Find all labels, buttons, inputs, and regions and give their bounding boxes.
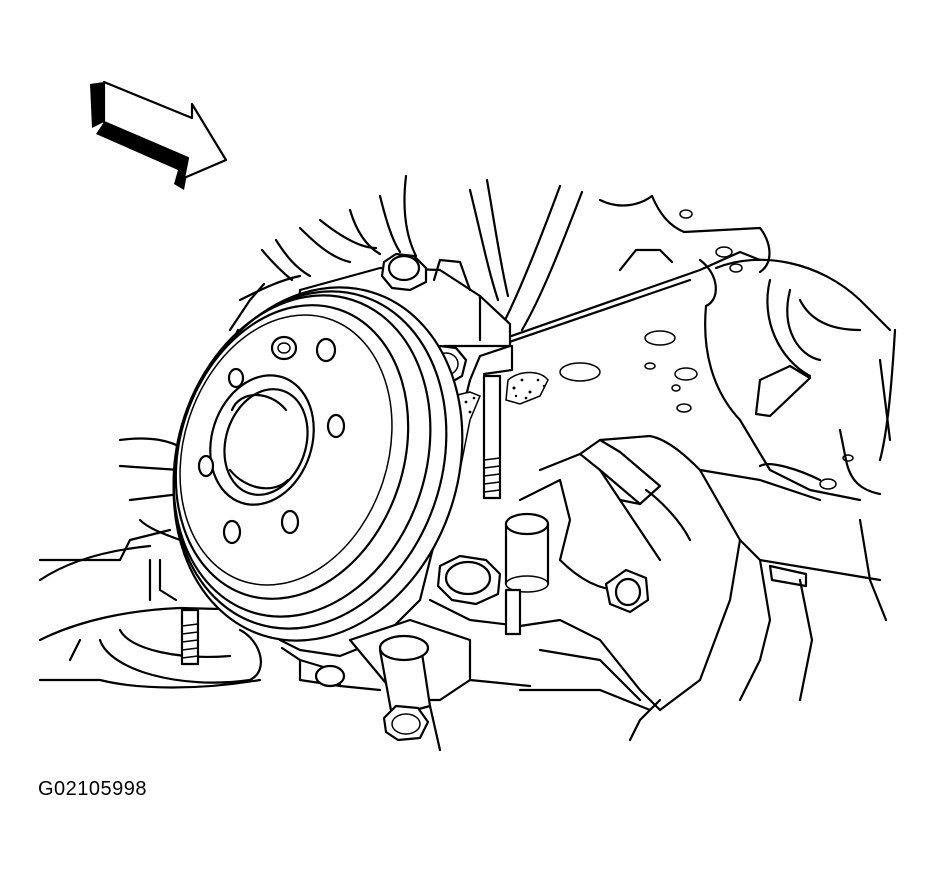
oil-pan: [38, 174, 418, 689]
crankshaft-balancer: [172, 286, 464, 642]
engine-block: [428, 178, 897, 742]
lower-hardware: [180, 374, 550, 752]
figure-code: G02105998: [38, 778, 148, 800]
arrow-right-down-icon: [90, 80, 228, 190]
